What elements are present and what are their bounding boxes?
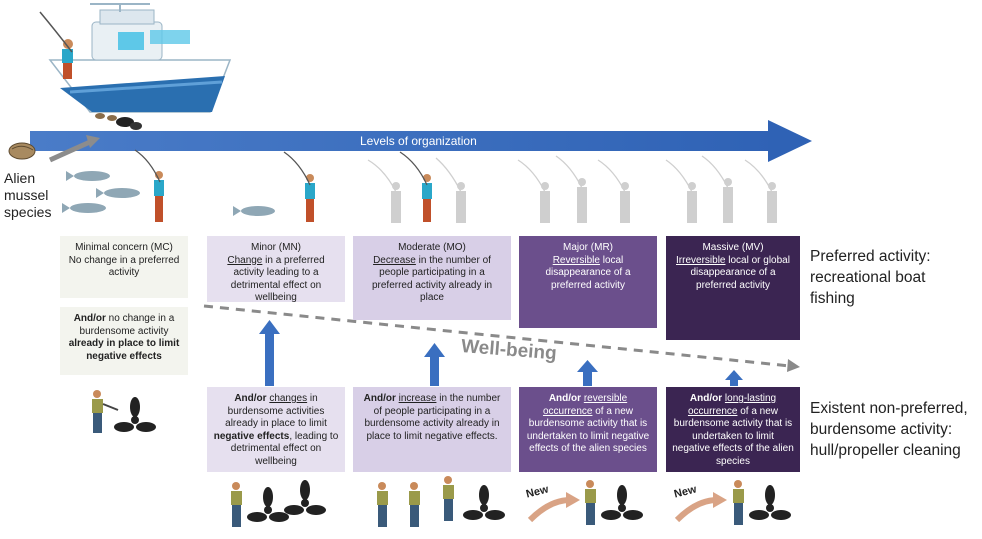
impact-keyword-mr: Reversible xyxy=(552,254,600,266)
mussel-icon xyxy=(8,135,100,163)
impact-text-mv: local or global disappearance of a prefe… xyxy=(690,254,790,291)
burden-andor-mr: And/or xyxy=(548,393,582,404)
fisher-icons xyxy=(134,149,777,223)
impact-keyword-mo: Decrease xyxy=(373,254,416,266)
burden-text-mc: no change in a burdensome activity xyxy=(79,313,175,337)
impact-box-mn: Minor (MN) Change in a preferred activit… xyxy=(207,236,345,304)
impact-box-mc: Minimal concern (MC) No change in a pref… xyxy=(60,236,188,298)
burden-andor-mc: And/or xyxy=(73,313,106,324)
burden-andor-mn: And/or xyxy=(234,393,267,404)
impact-title-mo: Moderate (MO) xyxy=(398,242,466,253)
preferred-line-2: recreational boat xyxy=(810,269,926,286)
impact-text-mo: in the number of people participating in… xyxy=(371,254,493,304)
impact-title-mc: Minimal concern (MC) xyxy=(75,242,173,253)
increase-arrows xyxy=(259,320,743,386)
burden-text2-mn: , leading to detrimental effect on wellb… xyxy=(230,430,339,467)
levels-of-organization-arrow xyxy=(30,120,812,162)
impact-text-mr: local disappearance of a preferred activ… xyxy=(545,254,631,291)
burden-text-mo: in the number of people participating in… xyxy=(364,393,501,442)
levels-of-organization-label: Levels of organization xyxy=(360,134,477,148)
impact-box-mr: Major (MR) Reversible local disappearanc… xyxy=(519,236,657,328)
burden-bold-mc: already in place to limit negative effec… xyxy=(68,338,180,362)
burden-text-mv: of a new burdensome activity that is und… xyxy=(672,405,794,467)
burden-line-2: burdensome activity: xyxy=(810,421,953,438)
burden-keyword-mn: changes xyxy=(269,393,308,404)
impact-box-mv: Massive (MV) Irreversible local or globa… xyxy=(666,236,800,340)
impact-title-mr: Major (MR) xyxy=(563,242,613,253)
burden-box-mv: And/or long-lasting occurrence of a new … xyxy=(666,387,800,472)
impact-keyword-mn: Change xyxy=(227,254,263,266)
species-line-3: species xyxy=(4,204,52,220)
impact-text-mc: No change in a preferred activity xyxy=(68,254,180,279)
wellbeing-line xyxy=(203,304,800,372)
burden-keyword-mo: increase xyxy=(398,393,437,404)
burden-line-1: Existent non-preferred, xyxy=(810,400,968,417)
impact-title-mv: Massive (MV) xyxy=(702,242,764,253)
fish-icon-group xyxy=(62,171,275,216)
burden-text-mr: of a new burdensome activity that is und… xyxy=(526,405,650,455)
impact-box-mo: Moderate (MO) Decrease in the number of … xyxy=(353,236,511,320)
burden-text-mn: in burdensome activities already in plac… xyxy=(225,393,327,429)
burden-box-mr: And/or reversible occurrence of a new bu… xyxy=(519,387,657,472)
impact-title-mn: Minor (MN) xyxy=(251,242,301,253)
burdensome-activity-label: Existent non-preferred, burdensome activ… xyxy=(810,398,968,461)
burden-keyword-mr: reversible occurrence xyxy=(542,393,628,417)
burden-andor-mv: And/or xyxy=(689,393,723,404)
cleaner-propeller-icons xyxy=(92,390,791,527)
impact-text-mn: in a preferred activity leading to a det… xyxy=(230,254,325,304)
burden-box-mn: And/or changes in burdensome activities … xyxy=(207,387,345,472)
alien-mussel-species-label: Alien mussel species xyxy=(4,170,51,221)
species-line-2: mussel xyxy=(4,187,49,203)
preferred-line-1: Preferred activity: xyxy=(810,248,931,265)
burden-bold-mn: negative effects xyxy=(213,430,290,442)
burden-andor-mo: And/or xyxy=(363,393,396,404)
preferred-activity-label: Preferred activity: recreational boat fi… xyxy=(810,246,931,309)
preferred-line-3: fishing xyxy=(810,290,855,307)
species-line-1: Alien xyxy=(4,170,36,186)
burden-box-mo: And/or increase in the number of people … xyxy=(353,387,511,472)
burden-box-mc: And/or no change in a burdensome activit… xyxy=(60,307,188,375)
fishing-boat-icon xyxy=(39,3,232,130)
burden-line-3: hull/propeller cleaning xyxy=(810,442,961,459)
impact-keyword-mv: Irreversible xyxy=(676,254,726,266)
burden-keyword-mv: long-lasting occurrence xyxy=(687,393,777,417)
